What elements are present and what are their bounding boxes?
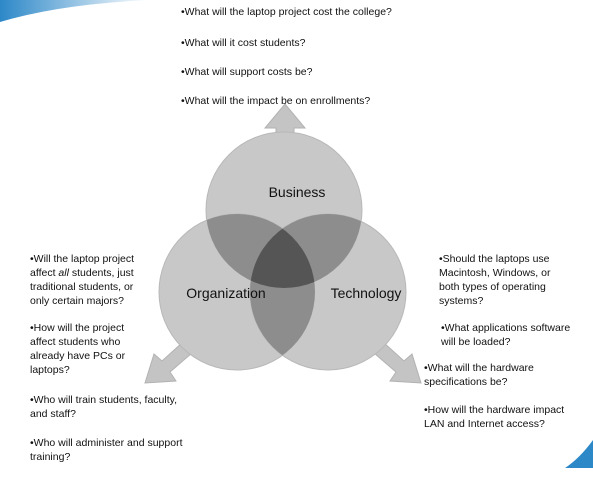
- laptop-project-diagram: Business Organization Technology •What w…: [0, 0, 593, 468]
- bottom-right-accent: [565, 440, 593, 468]
- organization-questions: •Will the laptop project affect all stud…: [30, 252, 183, 482]
- question: •What will the laptop project cost the c…: [181, 6, 392, 18]
- question: •How will the hardware impact LAN and In…: [424, 404, 565, 430]
- question: •Will the laptop project affect all stud…: [30, 253, 135, 307]
- question: •How will the project affect students wh…: [30, 322, 126, 376]
- top-left-accent: [0, 0, 150, 22]
- technology-label: Technology: [331, 285, 402, 301]
- venn-diagram: Business Organization Technology: [0, 0, 593, 468]
- question: •What will support costs be?: [181, 66, 313, 78]
- question: •What will the hardware specifications b…: [424, 362, 534, 388]
- question: •Who will train students, faculty, and s…: [30, 394, 178, 420]
- organization-label: Organization: [186, 285, 265, 301]
- question: •What will it cost students?: [181, 37, 306, 49]
- center-overlap: [250, 214, 315, 288]
- question: •What applications software will be load…: [441, 322, 571, 348]
- question: •What will the impact be on enrollments?: [181, 95, 371, 107]
- question: •Should the laptops use Macintosh, Windo…: [439, 253, 551, 307]
- business-questions: •What will the laptop project cost the c…: [181, 5, 392, 116]
- arrow-down-left: [144, 341, 193, 384]
- question: •Who will administer and support trainin…: [30, 437, 183, 463]
- business-label: Business: [269, 184, 326, 200]
- arrows: [144, 103, 422, 384]
- arrow-down-right: [373, 341, 422, 384]
- technology-questions: •Should the laptops use Macintosh, Windo…: [424, 252, 589, 449]
